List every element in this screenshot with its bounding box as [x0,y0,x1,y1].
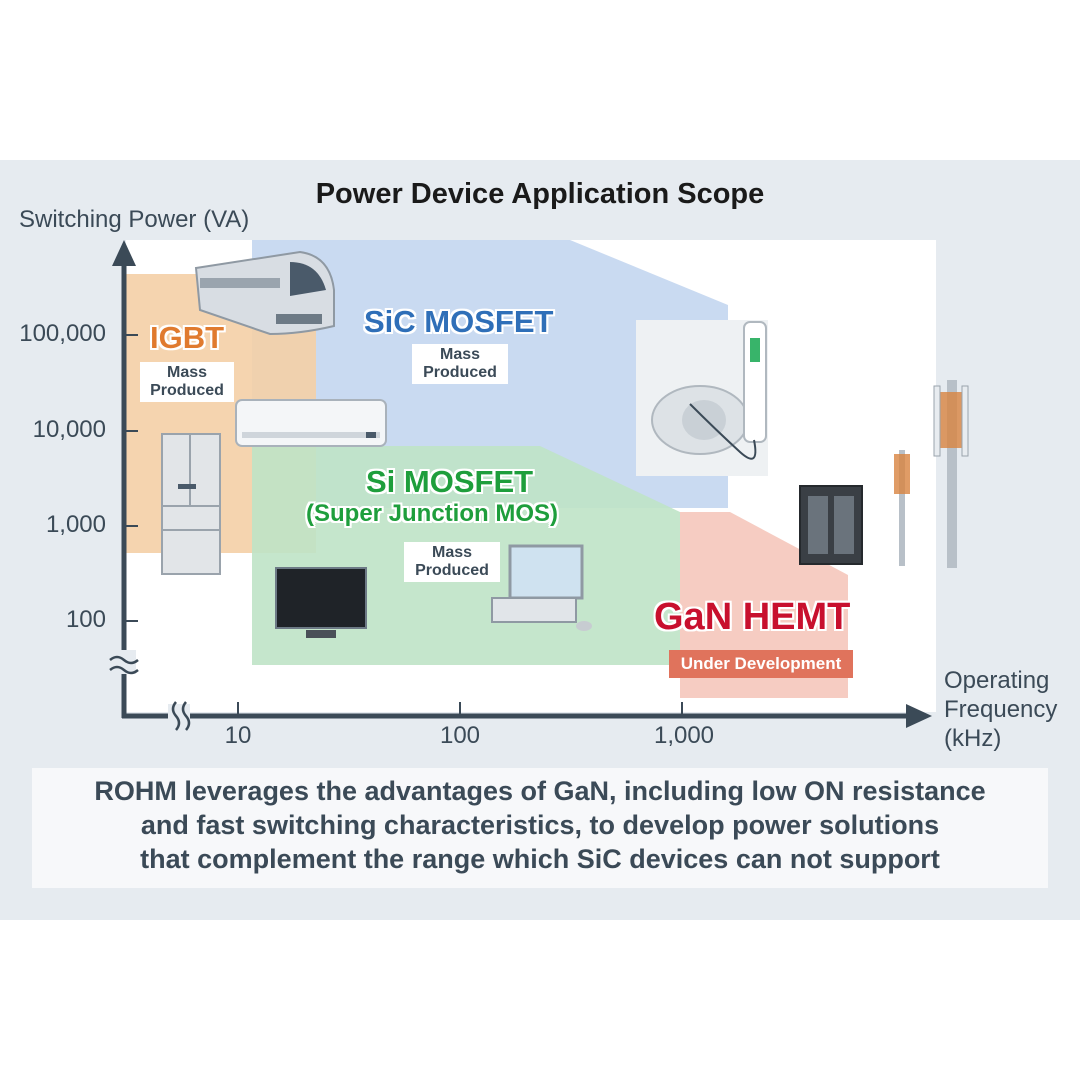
y-axis-arrow [112,240,136,266]
x-tick-label: 10 [224,722,252,749]
sic-mosfet-label: SiC MOSFET [364,304,554,339]
y-tick-label: 100,000 [19,320,106,347]
si-mosfet-subname: (Super Junction MOS) [306,500,558,527]
si-status-badge: Mass Produced [404,542,500,582]
y-tick-label: 1,000 [45,511,106,538]
x-tick-label: 1,000 [653,722,715,749]
y-axis-label: Switching Power (VA) [19,206,250,233]
summary-box [32,768,1048,888]
train-icon [194,250,335,336]
y-tick-label: 10,000 [32,416,106,443]
gan-hemt-label: GaN HEMT [654,596,851,638]
refrigerator-icon [161,433,221,575]
sic-status-badge: Mass Produced [412,344,508,384]
desktop-computer-icon [491,544,592,631]
chart-title: Power Device Application Scope [315,178,765,210]
igbt-label: IGBT [150,320,225,355]
x-axis-label: Operating Frequency (kHz) [944,667,1058,752]
summary-line-2: and fast switching characteristics, to d… [140,810,940,840]
cell-tower-icon [894,380,969,568]
ev-charger-icon [636,320,768,476]
x-axis-arrow [906,704,932,728]
x-axis-break [168,701,191,731]
y-axis-break [109,650,139,675]
igbt-status-badge: Mass Produced [140,362,234,402]
air-conditioner-icon [235,399,387,447]
television-icon [275,567,367,638]
y-tick-label: 100 [65,606,106,633]
x-tick-label: 100 [439,722,481,749]
summary-line-3: that complement the range which SiC devi… [140,844,940,874]
gan-status-badge: Under Development [669,650,853,678]
si-mosfet-label: Si MOSFET [366,464,534,499]
server-rack-icon [799,485,863,565]
summary-line-1: ROHM leverages the advantages of GaN, in… [94,776,986,806]
